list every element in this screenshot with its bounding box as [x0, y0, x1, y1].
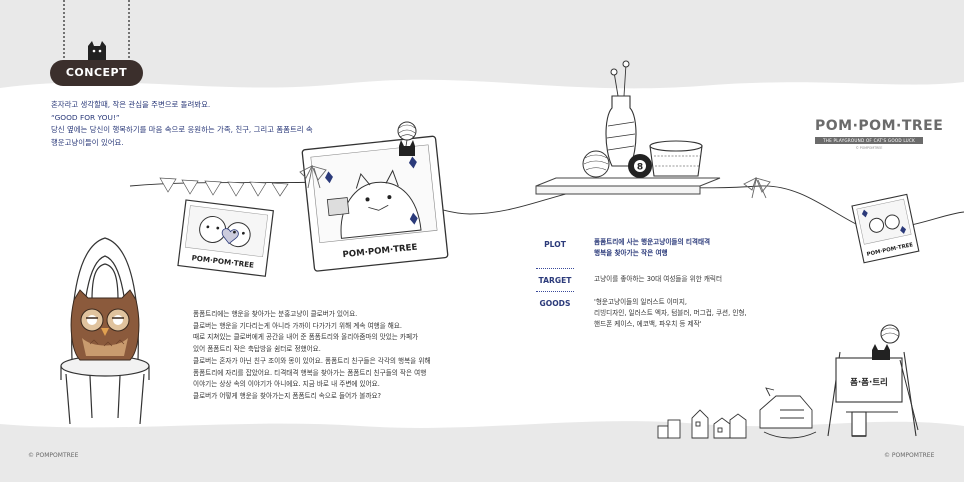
signboard-illustration — [827, 324, 919, 437]
yarn-ball-icon — [397, 121, 417, 156]
intro-line: 행운고냥이들이 있어요. — [51, 137, 124, 147]
divider-dots — [536, 268, 574, 269]
plot-label: PLOT — [544, 240, 566, 249]
mini-houses-illustration — [657, 409, 747, 439]
target-value: 고냥이를 좋아하는 30대 여성들을 위한 캐릭터 — [594, 274, 794, 285]
bunting-flags — [159, 177, 289, 197]
goods-line: '형운고냥이들의 일러스트 이미지, — [594, 298, 688, 306]
brand-small-text: © POMPOMTREE — [855, 146, 883, 150]
sign-strings — [63, 0, 130, 60]
story-line: 폼폼트리에 자리를 잡았어요. 티격태격 행복을 찾아가는 폼폼트리 친구들의 … — [193, 368, 427, 377]
goods-line: 핸드폰 케이스, 에코백, 파우치 등 제작' — [594, 320, 702, 328]
intro-line: 당신 옆에는 당신이 행복하기를 마음 속으로 응원하는 가족, 친구, 그리고… — [51, 125, 313, 134]
plot-line: 행복을 찾아가는 작은 여행 — [594, 249, 668, 257]
target-label: TARGET — [538, 276, 572, 285]
intro-line: “GOOD FOR YOU!” — [51, 112, 120, 122]
goods-label: GOODS — [539, 299, 571, 308]
story-line: 폼폼트리에는 행운을 찾아가는 분홍고냥이 클로버가 있어요. — [193, 310, 358, 318]
story-line: 클로버는 혼자가 아닌 친구 조이와 몽이 있어요. 폼폼트리 친구들은 각각의… — [193, 356, 431, 365]
divider-dots — [536, 291, 574, 292]
story-line: 이야기는 상상 속의 이야기가 아니에요. 지금 바로 내 주변에 있어요. — [193, 380, 380, 389]
rocking-horse-illustration — [759, 387, 817, 439]
concept-label: CONCEPT — [50, 60, 143, 86]
story-text: 폼폼트리에는 행운을 찾아가는 분홍고냥이 클로버가 있어요. 클로버는 행운을… — [193, 309, 473, 403]
story-line: 클로버가 어떻게 행운을 찾아가는지 폼폼트리 속으로 들어가 볼까요? — [193, 391, 382, 400]
sign-text: 폼·폼·트리 — [850, 377, 888, 388]
brand-logo: POM·POM·TREE THE PLAYGROUND OF CAT'S GOO… — [815, 118, 944, 150]
story-line: 때로 지쳐있는 클로버에게 공간을 내어 준 폼폼트리와 올리아줌마의 맛있는 … — [193, 333, 419, 342]
plot-value: 폼폼트리에 사는 행운고냥이들의 티격태격 행복을 찾아가는 작은 여행 — [594, 237, 794, 259]
brand-title: POM·POM·TREE — [815, 118, 944, 134]
story-line: 클로버는 행운을 기다리는게 아니라 가까이 다가가기 위해 계속 여행을 해요… — [193, 321, 403, 330]
polaroid-large: POM·POM·TREE — [301, 135, 449, 272]
concept-sign: CONCEPT — [50, 0, 145, 88]
goods-value: '형운고냥이들의 일러스트 이미지, 리빙디자인, 일러스트 엑자, 텀블러, … — [594, 297, 794, 330]
target-line: 고냥이를 좋아하는 30대 여성들을 위한 캐릭터 — [594, 275, 723, 283]
copyright-left: © POMPOMTREE — [28, 452, 79, 459]
intro-line: 혼자라고 생각할때, 작은 관심을 주변으로 돌려봐요. — [51, 100, 211, 109]
plot-line: 폼폼트리에 사는 행운고냥이들의 티격태격 — [594, 238, 711, 246]
story-line: 있어 폼폼트리 작은 축탑방을 쉼터로 정했어요. — [193, 345, 321, 354]
svg-text:8: 8 — [637, 163, 643, 173]
owl-illustration — [70, 289, 140, 361]
goods-line: 리빙디자인, 일러스트 엑자, 텀블러, 머그컵, 쿠션, 인형, — [594, 309, 747, 317]
polaroid-right: POM·POM·TREE — [851, 193, 920, 264]
shelf-with-vase-and-basket: 8 — [535, 60, 721, 195]
copyright-right: © POMPOMTREE — [884, 452, 935, 459]
brand-subtitle: THE PLAYGROUND OF CAT'S GOOD LUCK — [815, 137, 923, 144]
ribbon-bow-icon — [299, 164, 771, 199]
cat-silhouette-icon — [88, 41, 106, 62]
polaroid-small: POM·POM·TREE — [177, 199, 275, 277]
concept-intro: 혼자라고 생각할때, 작은 관심을 주변으로 돌려봐요. “GOOD FOR Y… — [51, 99, 351, 149]
